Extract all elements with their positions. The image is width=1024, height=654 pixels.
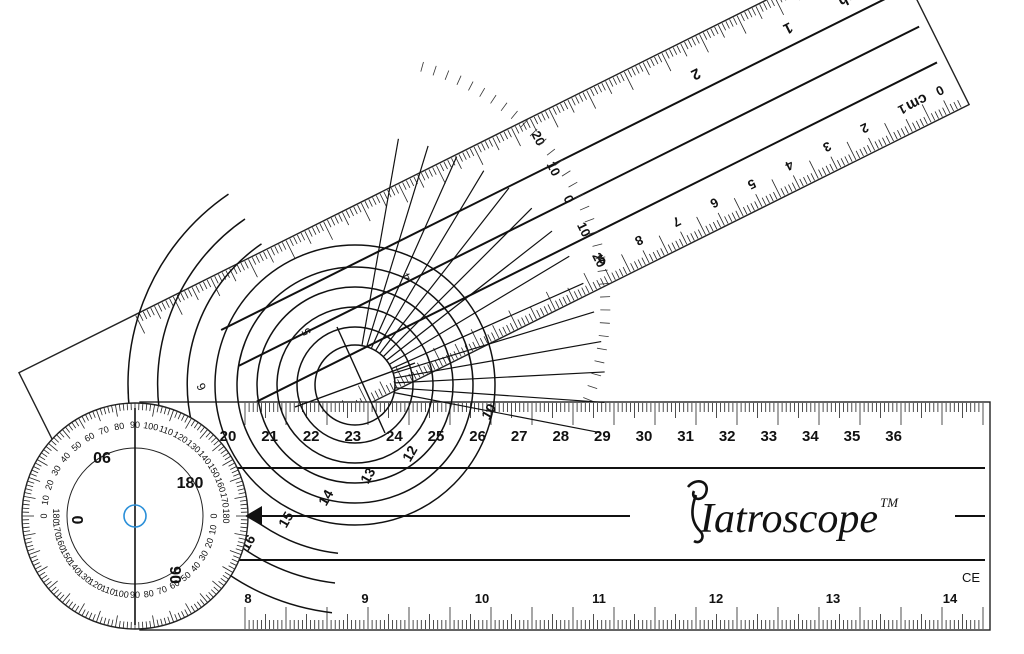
- scale-label: 34: [802, 428, 819, 445]
- scale-label: 27: [511, 428, 528, 445]
- scale-label: 30: [636, 428, 653, 445]
- scale-label: 33: [760, 428, 777, 445]
- angle-tick: [477, 88, 487, 97]
- scale-label: 90: [166, 566, 183, 584]
- scale-label: 10: [40, 494, 52, 506]
- scale-label: 180: [177, 475, 204, 492]
- scale-label: 35: [844, 428, 861, 445]
- angle-tick: [591, 370, 601, 379]
- scale-label: 32: [719, 428, 736, 445]
- scale-label: 80: [113, 421, 125, 433]
- brand-name: Iatroscope: [699, 496, 878, 542]
- scale-label: 22: [303, 428, 320, 445]
- scale-label: 28: [552, 428, 569, 445]
- scale-label: 80: [143, 588, 155, 600]
- scale-label: 11: [592, 591, 606, 606]
- scale-label: 0: [68, 516, 85, 525]
- angle-tick: [442, 70, 452, 79]
- scale-label: 10: [475, 591, 489, 606]
- scale-label: 8: [244, 591, 251, 606]
- scale-label: 10: [207, 524, 219, 536]
- angle-tick: [597, 345, 607, 354]
- angle-tick: [600, 293, 610, 301]
- scale-label: 12: [709, 591, 723, 606]
- ce-mark: CE: [962, 570, 980, 585]
- angle-tick: [588, 382, 597, 391]
- scale-label: 14: [943, 591, 958, 606]
- scale-label: 24: [386, 428, 403, 445]
- scale-label: 9: [361, 591, 368, 606]
- angle-tick: [499, 103, 509, 111]
- scale-label: 13: [826, 591, 840, 606]
- angle-tick: [417, 62, 426, 72]
- angle-tick: [600, 319, 610, 327]
- angle-tick: [600, 306, 610, 314]
- angle-tick: [488, 95, 498, 103]
- fan-line: [395, 388, 604, 403]
- angle-tick: [430, 66, 439, 75]
- scale-label: 90: [93, 448, 111, 465]
- scale-label: 0: [209, 513, 219, 518]
- scale-label: 180: [221, 508, 231, 523]
- scale-label: 0: [39, 513, 49, 518]
- angle-tick: [599, 332, 609, 341]
- trademark-mark: TM: [880, 495, 899, 510]
- angle-tick: [509, 111, 519, 119]
- scale-label: 29: [594, 428, 611, 445]
- angle-tick: [595, 357, 605, 366]
- angle-tick: [454, 76, 464, 85]
- scale-label: 31: [677, 428, 694, 445]
- angle-tick: [466, 82, 476, 91]
- scale-label: 36: [885, 428, 902, 445]
